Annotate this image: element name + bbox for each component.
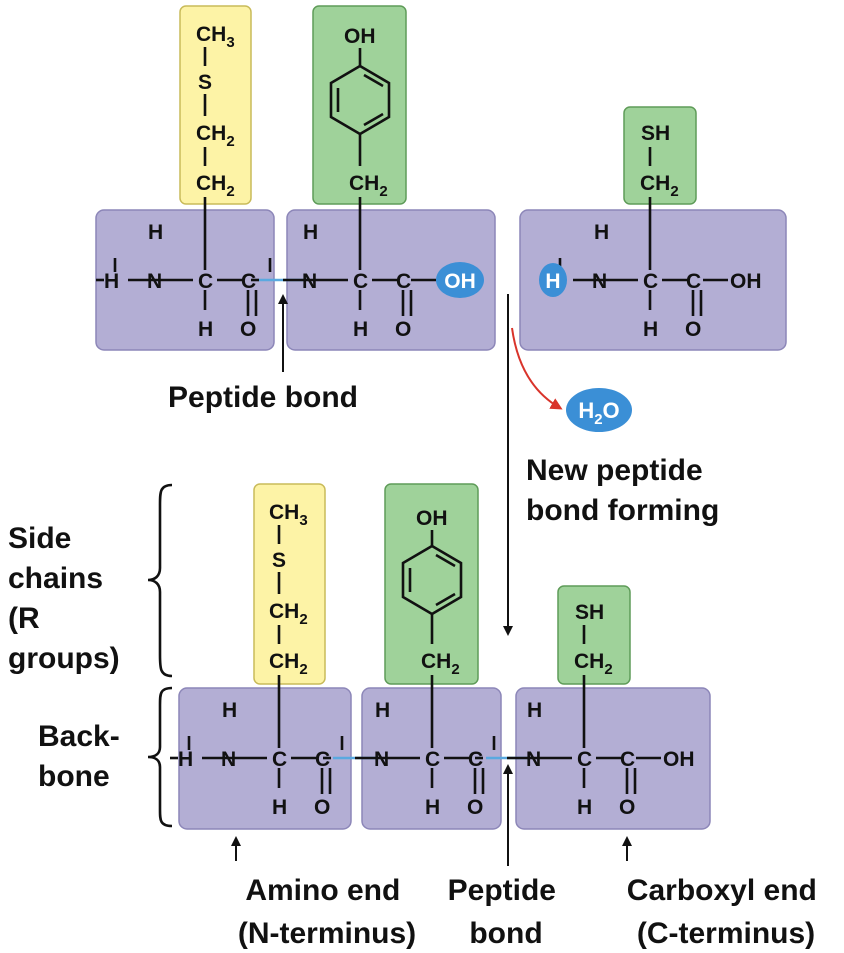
svg-text:H: H <box>303 221 318 244</box>
svg-text:C: C <box>353 270 368 293</box>
svg-text:OH: OH <box>344 25 376 48</box>
side-chains-label: Side chains (R groups) <box>8 522 120 675</box>
water-molecule-label: H2O <box>578 398 619 428</box>
svg-text:CH2: CH2 <box>269 600 308 628</box>
svg-text:H: H <box>178 748 193 771</box>
svg-text:N: N <box>221 748 236 771</box>
svg-text:C: C <box>241 270 256 293</box>
backbone-brace <box>147 686 173 828</box>
svg-text:C: C <box>396 270 411 293</box>
hydroxyl-removed-oval <box>436 262 484 298</box>
svg-text:H: H <box>148 221 163 244</box>
svg-text:OH: OH <box>730 270 762 293</box>
amino-end-label: Amino end (N-terminus) <box>238 874 416 950</box>
svg-text:CH2: CH2 <box>640 172 679 200</box>
svg-text:H: H <box>577 796 592 819</box>
svg-text:SH: SH <box>575 601 604 624</box>
svg-text:H: H <box>375 699 390 722</box>
svg-text:N: N <box>147 270 162 293</box>
residue-3-backbone-top <box>519 209 787 351</box>
svg-text:O: O <box>314 796 330 819</box>
svg-text:C: C <box>425 748 440 771</box>
backbone-label: Back- bone <box>38 720 128 793</box>
svg-text:H: H <box>272 796 287 819</box>
svg-text:C: C <box>198 270 213 293</box>
svg-text:H: H <box>104 270 119 293</box>
svg-text:S: S <box>272 549 286 572</box>
svg-text:O: O <box>240 318 256 341</box>
svg-text:H: H <box>353 318 368 341</box>
svg-text:O: O <box>685 318 701 341</box>
svg-text:O: O <box>619 796 635 819</box>
water-release-arrow <box>511 327 563 410</box>
svg-text:CH2: CH2 <box>574 650 613 678</box>
svg-text:CH2: CH2 <box>196 172 235 200</box>
svg-text:SH: SH <box>641 122 670 145</box>
cysteine-residue-top: SH CH2 H H N C H C O OH <box>539 122 762 341</box>
svg-text:O: O <box>395 318 411 341</box>
svg-text:N: N <box>302 270 317 293</box>
svg-text:C: C <box>468 748 483 771</box>
svg-text:OH: OH <box>416 507 448 530</box>
cysteine-side-chain-top <box>623 106 697 205</box>
svg-text:OH: OH <box>663 748 695 771</box>
hydrogen-removed-oval <box>539 263 567 297</box>
methionine-residue-top: CH3 S CH2 CH2 H H N C H C O <box>94 23 258 341</box>
svg-text:N: N <box>592 270 607 293</box>
svg-text:CH2: CH2 <box>349 172 388 200</box>
svg-text:H: H <box>545 270 560 293</box>
svg-text:N: N <box>374 748 389 771</box>
svg-text:S: S <box>198 71 212 94</box>
svg-text:C: C <box>577 748 592 771</box>
carboxyl-end-label: Carboxyl end (C-terminus) <box>627 874 825 950</box>
tyrosine-residue-top: OH CH2 H N C H C O OH <box>249 25 484 341</box>
svg-text:N: N <box>526 748 541 771</box>
cysteine-residue-bottom: SH CH2 H N C H C O OH <box>473 601 695 819</box>
svg-text:C: C <box>686 270 701 293</box>
new-bond-label: New peptide bond forming <box>526 454 719 527</box>
svg-text:CH2: CH2 <box>421 650 460 678</box>
svg-text:C: C <box>315 748 330 771</box>
svg-text:H: H <box>198 318 213 341</box>
svg-text:CH2: CH2 <box>196 122 235 150</box>
svg-text:C: C <box>643 270 658 293</box>
svg-text:C: C <box>620 748 635 771</box>
methionine-residue-bottom: CH3 S CH2 CH2 H H N C H C O <box>168 501 332 819</box>
svg-text:CH2: CH2 <box>269 650 308 678</box>
svg-text:C: C <box>272 748 287 771</box>
water-molecule-oval <box>566 388 632 432</box>
svg-text:H: H <box>425 796 440 819</box>
svg-text:CH3: CH3 <box>196 23 235 51</box>
svg-text:O: O <box>467 796 483 819</box>
tyrosine-residue-bottom: OH CH2 H N C H C O <box>321 507 485 819</box>
svg-text:OH: OH <box>444 270 476 293</box>
methionine-side-chain-bottom <box>253 483 326 685</box>
peptide-bond-label-top: Peptide bond <box>168 381 358 414</box>
cysteine-side-chain-bottom <box>557 585 631 685</box>
svg-text:H: H <box>643 318 658 341</box>
methionine-side-chain-top <box>179 5 252 205</box>
svg-text:CH3: CH3 <box>269 501 308 529</box>
side-chains-brace <box>147 483 173 678</box>
svg-text:H: H <box>527 699 542 722</box>
svg-text:H: H <box>222 699 237 722</box>
peptide-bond-label-bottom: Peptide bond <box>448 874 565 950</box>
svg-text:H: H <box>594 221 609 244</box>
